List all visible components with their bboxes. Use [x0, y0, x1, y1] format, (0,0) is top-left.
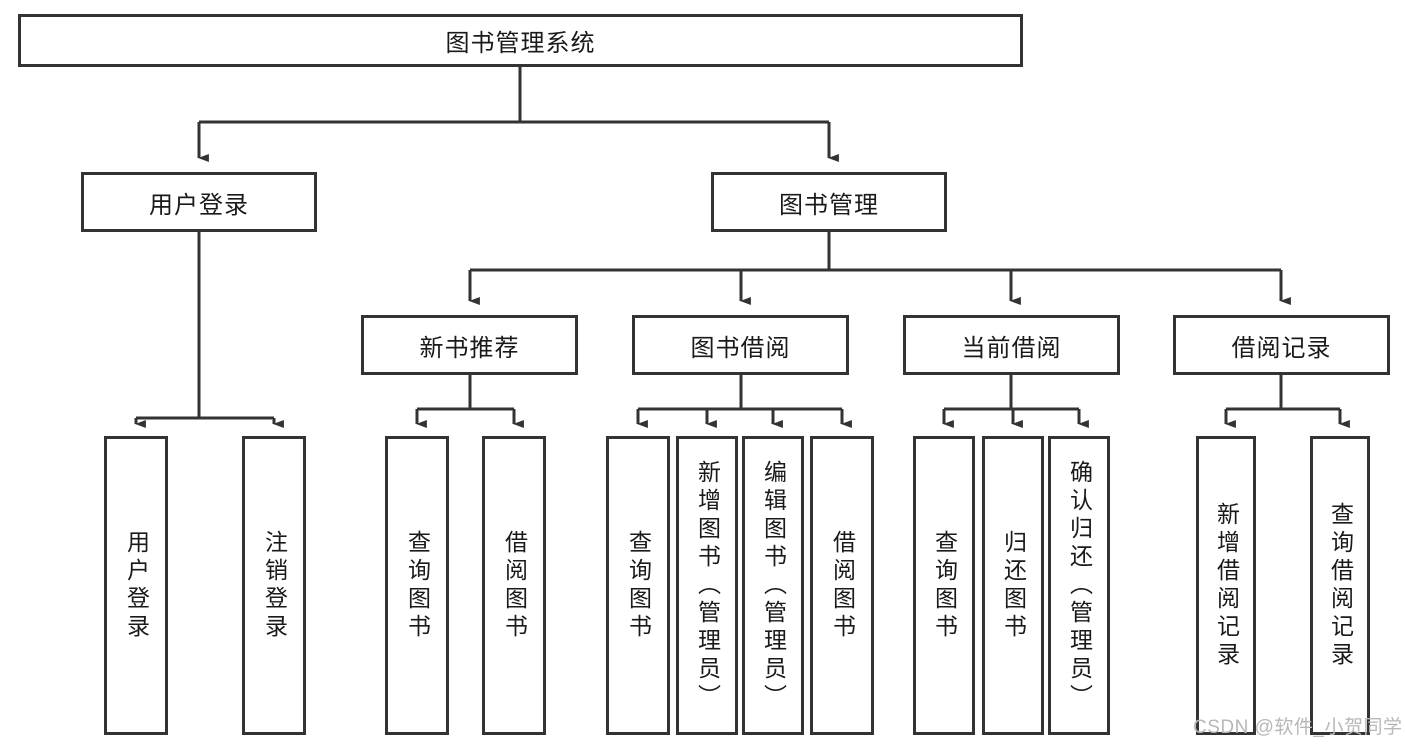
node-leaf-add-record-label: 新增借阅记录 — [1213, 501, 1240, 670]
node-new-book-recommend[interactable]: 新书推荐 — [361, 315, 578, 375]
csdn-watermark: CSDN @软件_小贺同学 — [1193, 717, 1403, 738]
node-leaf-borrow-book-2[interactable]: 借阅图书 — [810, 436, 874, 735]
node-leaf-query-book-1[interactable]: 查询图书 — [385, 436, 449, 735]
node-user-login-label: 用户登录 — [149, 191, 249, 219]
node-borrow-record-label: 借阅记录 — [1231, 334, 1332, 362]
node-leaf-query-record-label: 查询借阅记录 — [1327, 501, 1354, 670]
node-leaf-edit-book[interactable]: 编辑图书（管理员） — [742, 436, 804, 735]
node-new-book-recommend-label: 新书推荐 — [419, 334, 520, 362]
node-leaf-logout[interactable]: 注销登录 — [242, 436, 306, 735]
node-borrow-record[interactable]: 借阅记录 — [1173, 315, 1390, 375]
node-leaf-borrow-book-1-label: 借阅图书 — [501, 529, 528, 642]
node-leaf-return-book-label: 归还图书 — [1000, 529, 1027, 642]
node-leaf-edit-book-label: 编辑图书（管理员） — [760, 459, 787, 712]
node-leaf-query-book-3-label: 查询图书 — [931, 529, 958, 642]
node-root-label: 图书管理系统 — [445, 30, 596, 57]
node-leaf-logout-label: 注销登录 — [261, 529, 288, 642]
node-leaf-query-book-2-label: 查询图书 — [625, 529, 652, 642]
node-user-login[interactable]: 用户登录 — [81, 172, 317, 232]
node-leaf-query-book-3[interactable]: 查询图书 — [913, 436, 975, 735]
node-leaf-query-book-1-label: 查询图书 — [404, 529, 431, 642]
node-leaf-add-book[interactable]: 新增图书（管理员） — [676, 436, 738, 735]
node-leaf-confirm-return[interactable]: 确认归还（管理员） — [1048, 436, 1110, 735]
node-leaf-query-record[interactable]: 查询借阅记录 — [1310, 436, 1370, 735]
node-leaf-borrow-book-2-label: 借阅图书 — [829, 529, 856, 642]
node-book-borrow[interactable]: 图书借阅 — [632, 315, 849, 375]
node-leaf-query-book-2[interactable]: 查询图书 — [606, 436, 670, 735]
node-leaf-user-login[interactable]: 用户登录 — [104, 436, 168, 735]
node-current-borrow[interactable]: 当前借阅 — [903, 315, 1120, 375]
node-leaf-add-book-label: 新增图书（管理员） — [694, 459, 721, 712]
node-root[interactable]: 图书管理系统 — [18, 14, 1023, 67]
node-leaf-confirm-return-label: 确认归还（管理员） — [1066, 459, 1093, 712]
node-current-borrow-label: 当前借阅 — [961, 334, 1062, 362]
node-leaf-user-login-label: 用户登录 — [123, 529, 150, 642]
node-book-borrow-label: 图书借阅 — [690, 334, 791, 362]
node-book-manage-label: 图书管理 — [779, 191, 879, 219]
node-leaf-return-book[interactable]: 归还图书 — [982, 436, 1044, 735]
node-leaf-borrow-book-1[interactable]: 借阅图书 — [482, 436, 546, 735]
node-leaf-add-record[interactable]: 新增借阅记录 — [1196, 436, 1256, 735]
node-book-manage[interactable]: 图书管理 — [711, 172, 947, 232]
